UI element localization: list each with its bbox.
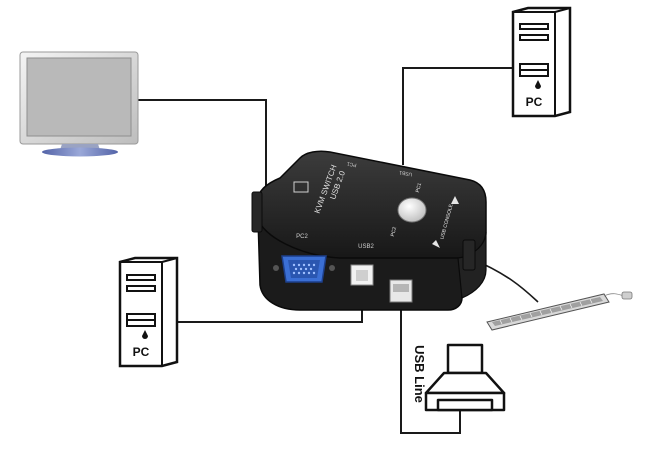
power-icon	[535, 80, 541, 89]
vga-screw-left	[273, 265, 279, 271]
kvm-left-connector	[251, 191, 263, 233]
usb-line-label: USB Line	[412, 345, 427, 403]
kvm-selector-button[interactable]	[397, 197, 427, 223]
kvm-port-pc1-label: PC1	[346, 160, 357, 168]
vga-port-inner	[288, 260, 320, 278]
pc-tower-left	[118, 256, 179, 368]
keyboard	[486, 291, 633, 331]
kvm-vga-port[interactable]	[273, 255, 335, 283]
keyboard-keys	[492, 297, 603, 326]
printer	[424, 343, 506, 412]
tower-left-bay1	[126, 274, 156, 281]
monitor-base	[42, 147, 118, 157]
kvm-usb-plug	[389, 279, 413, 303]
pc-left-label: PC	[133, 345, 150, 359]
monitor	[19, 51, 139, 157]
kvm-button-pc2-label: PC2	[390, 226, 398, 237]
tower-top-side	[513, 7, 571, 116]
kvm-usb2-port[interactable]	[350, 264, 374, 286]
pc-tower-top	[511, 6, 572, 118]
keyboard-key-grid	[499, 298, 593, 325]
kvm-switch: USB 2.0 KVM SWITCH PC1 USB1 PC1 PC2 USB …	[251, 150, 487, 311]
kvm-logo-box	[293, 181, 309, 193]
kvm-port-usb2-label: USB2	[358, 244, 374, 250]
vga-screw-right	[329, 265, 335, 271]
kvm-arrow-down-icon	[432, 240, 440, 248]
mouse-cable	[603, 293, 625, 297]
vga-pins	[292, 263, 316, 275]
tower-left-side	[120, 257, 178, 366]
tower-top-bay1	[519, 23, 549, 30]
tower-left-bay2	[126, 285, 156, 292]
monitor-screen	[26, 57, 132, 137]
kvm-button-pc1-label: PC1	[415, 182, 423, 193]
connection-lines	[138, 67, 539, 434]
mouse	[621, 291, 633, 300]
printer-output-slot	[436, 398, 494, 412]
kvm-port-usb1-label: USB1	[399, 169, 413, 177]
kvm-arrow-up-icon	[451, 196, 459, 204]
kvm-port-pc2-label: PC2	[296, 234, 308, 240]
power-icon	[142, 330, 148, 339]
tower-top-bay2	[519, 34, 549, 41]
kvm-right-connector	[462, 239, 476, 271]
pc-top-label: PC	[526, 95, 543, 109]
printer-paper-tray	[446, 343, 484, 375]
usb-line-cable	[400, 300, 461, 434]
printer-body	[424, 371, 506, 395]
monitor-cable	[138, 99, 267, 195]
pc-top-cable	[402, 67, 518, 165]
